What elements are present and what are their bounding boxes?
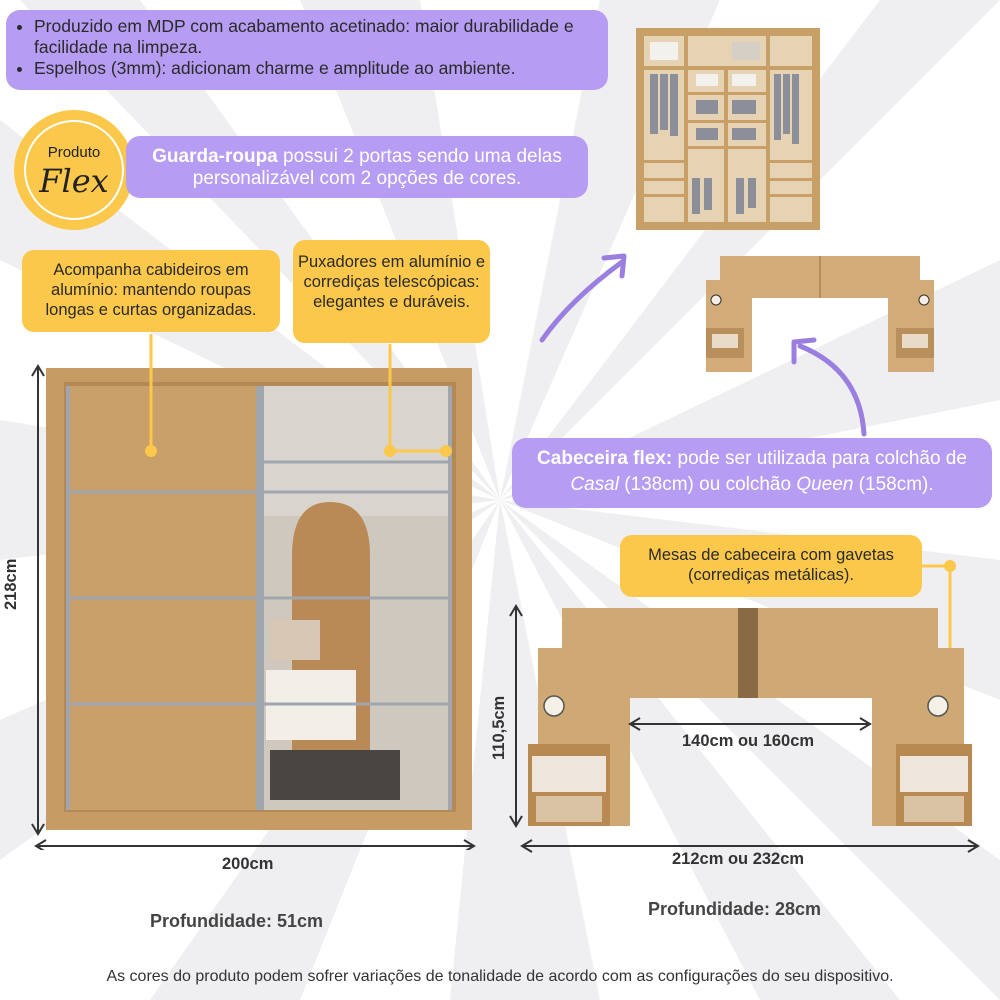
hanger-note: Acompanha cabideiros em alumínio: manten… [22, 250, 280, 332]
badge-big-label: Flex [39, 162, 109, 200]
wardrobe-image [31, 334, 476, 850]
headboard-info-queen: Queen [796, 474, 854, 495]
headboard-small-image [706, 256, 934, 372]
wardrobe-width-label: 200cm [222, 855, 274, 873]
headboard-width-label: 212cm ou 232cm [672, 850, 805, 868]
wardrobe-info-bold: Guarda-roupa [152, 146, 278, 167]
handle-note: Puxadores em alumínio e corrediças teles… [293, 240, 490, 343]
wardrobe-height-label: 218cm [2, 558, 20, 610]
nightstand-note: Mesas de cabeceira com gavetas (corrediç… [620, 535, 922, 597]
headboard-height-label: 110,5cm [490, 695, 508, 760]
headboard-info-casal: Casal [570, 474, 619, 495]
features-box: Produzido em MDP com acabamento acetinad… [6, 10, 608, 90]
headboard-info-box: Cabeceira flex: pode ser utilizada para … [512, 438, 992, 508]
wardrobe-depth-label: Profundidade: 51cm [150, 911, 324, 931]
headboard-info-text: (138cm) ou colchão [618, 474, 797, 495]
curved-arrow-icon [539, 253, 627, 343]
headboard-info-text: pode ser utilizada para colchão de [672, 448, 967, 469]
badge-small-label: Produto [47, 144, 101, 161]
headboard-depth-label: Profundidade: 28cm [648, 899, 822, 919]
wardrobe-interior-image [636, 28, 820, 230]
disclaimer-text: As cores do produto podem sofrer variaçõ… [106, 968, 894, 985]
headboard-image [509, 560, 980, 853]
wardrobe-info-text: possui 2 portas sendo uma delas personal… [192, 146, 562, 189]
headboard-info-bold: Cabeceira flex: [537, 448, 673, 469]
feature-item: Produzido em MDP com acabamento acetinad… [34, 16, 608, 58]
feature-item: Espelhos (3mm): adicionam charme e ampli… [34, 58, 608, 79]
wardrobe-info-box: Guarda-roupa possui 2 portas sendo uma d… [126, 136, 588, 198]
headboard-inner-width-label: 140cm ou 160cm [682, 732, 815, 750]
curved-arrow-icon [791, 337, 867, 437]
produto-flex-badge: Produto Flex [14, 110, 134, 230]
headboard-info-text: (158cm). [853, 474, 934, 495]
